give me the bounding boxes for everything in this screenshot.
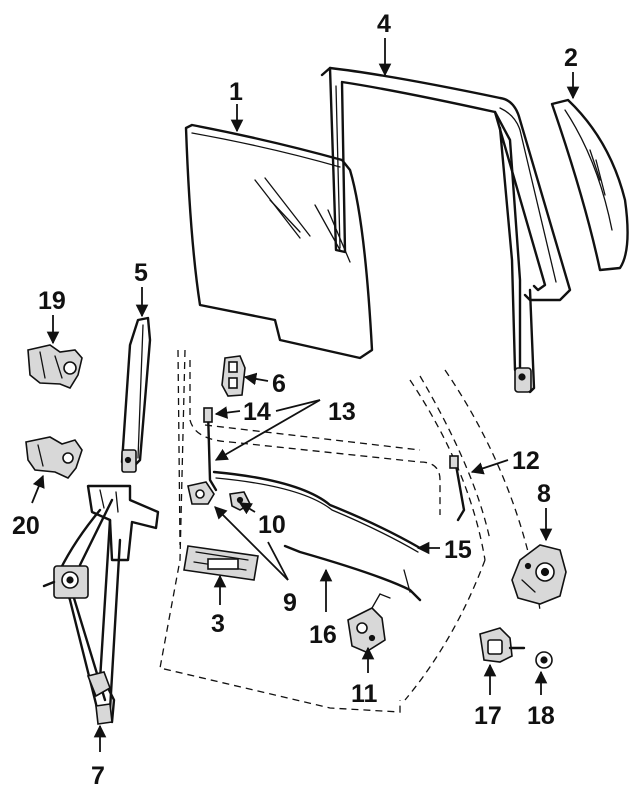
rear-glass-run-channel[interactable] <box>120 316 152 473</box>
rod-clip-9[interactable] <box>187 481 215 505</box>
callout-17: 17 <box>474 702 502 730</box>
lock-rod-14[interactable] <box>203 407 218 492</box>
latch-rod-15[interactable] <box>212 470 422 553</box>
callout-1: 1 <box>229 78 243 106</box>
callout-9: 9 <box>283 589 297 617</box>
leader-lines <box>31 38 580 752</box>
rod-12[interactable] <box>449 455 466 522</box>
callout-11: 11 <box>351 680 378 708</box>
callout-5: 5 <box>134 259 148 287</box>
door-inner-panel-outline <box>159 349 541 713</box>
inside-handle-3[interactable] <box>183 545 259 581</box>
washer-18[interactable] <box>535 651 553 669</box>
callout-10: 10 <box>258 511 286 539</box>
callout-18: 18 <box>527 702 555 730</box>
lock-actuator-11[interactable] <box>347 593 391 653</box>
callout-12: 12 <box>512 447 540 475</box>
callout-13: 13 <box>328 398 356 426</box>
callout-19: 19 <box>38 287 66 315</box>
callout-16: 16 <box>309 621 337 649</box>
callout-3: 3 <box>211 610 225 638</box>
glass-run-channel-frame[interactable] <box>320 66 572 394</box>
callout-8: 8 <box>537 480 551 508</box>
retainer-clip-19[interactable] <box>27 344 83 389</box>
callout-4: 4 <box>377 10 391 38</box>
window-regulator-7[interactable] <box>42 484 160 725</box>
fixed-vent-glass[interactable] <box>550 98 629 272</box>
callout-20: 20 <box>12 512 40 540</box>
mounting-bracket-6[interactable] <box>221 355 246 397</box>
door-latch-8[interactable] <box>511 544 567 605</box>
callout-7: 7 <box>91 762 105 790</box>
callout-6: 6 <box>272 370 286 398</box>
callout-labels: 1 2 4 5 19 20 6 14 13 12 8 10 15 9 3 16 … <box>12 10 578 790</box>
retainer-clip-20[interactable] <box>25 436 83 479</box>
callout-15: 15 <box>444 536 472 564</box>
callout-14: 14 <box>243 398 271 426</box>
lock-rod-16[interactable] <box>283 544 422 602</box>
callout-2: 2 <box>564 44 578 72</box>
striker-17[interactable] <box>479 627 526 663</box>
